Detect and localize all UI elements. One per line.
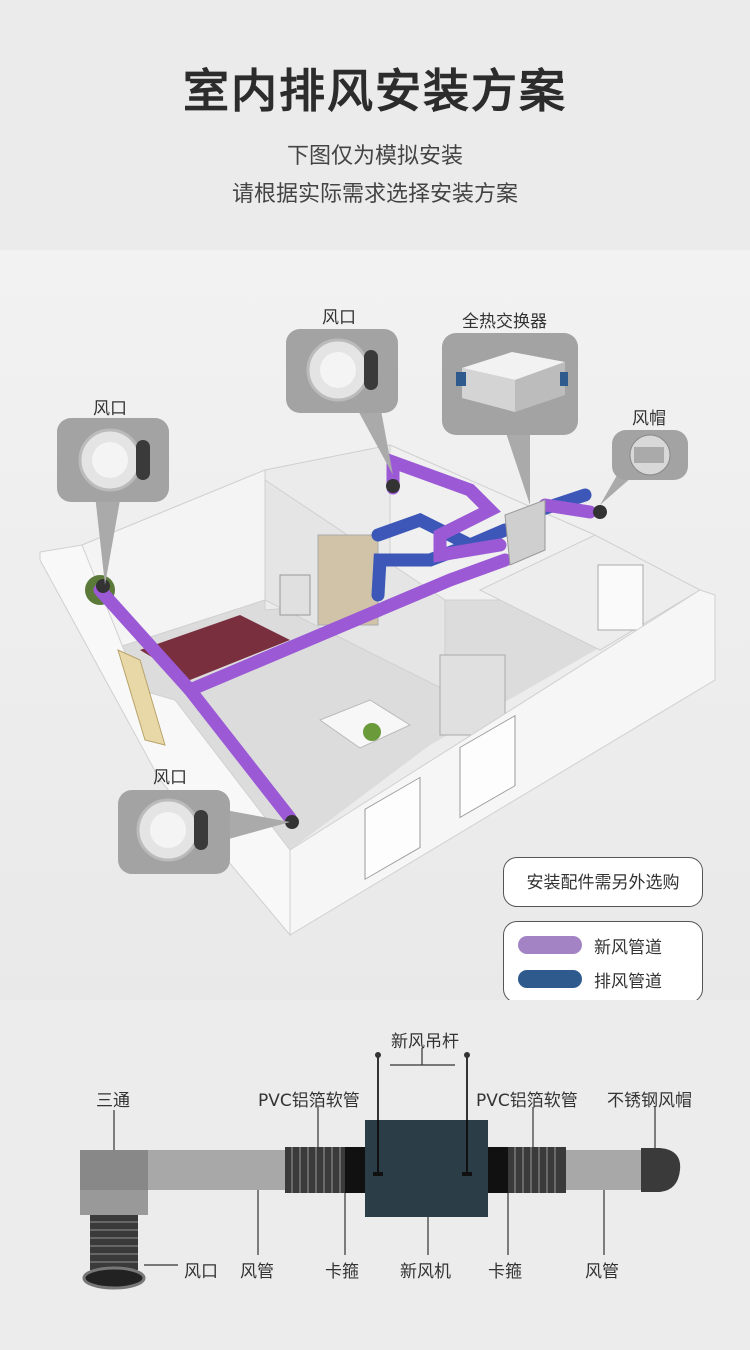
- schematic-drawing: [80, 1048, 681, 1290]
- fresh-air-unit: [365, 1120, 488, 1217]
- legend-row-fresh: 新风管道: [518, 932, 662, 958]
- label-duct-right: 风管: [585, 1262, 619, 1282]
- subtitle-1: 下图仅为模拟安装: [286, 144, 463, 169]
- fireplace: [279, 574, 311, 616]
- label-vent-top: 风口: [322, 308, 356, 328]
- front-window-1: [364, 776, 421, 881]
- label-duct-left: 风管: [240, 1262, 274, 1282]
- callout-vent-top: [286, 329, 398, 475]
- legend-label-exhaust: 排风管道: [594, 971, 662, 992]
- hood-cap: [593, 505, 607, 519]
- callout-vent-left: [57, 418, 169, 585]
- label-vent-left: 风口: [93, 399, 127, 419]
- clamp-left: [345, 1147, 365, 1193]
- tee-fitting: [80, 1150, 148, 1190]
- house-scene: 风口 风口 全热交换器 风帽 风口: [0, 250, 750, 1000]
- label-exchanger: 全热交换器: [462, 312, 547, 332]
- label-vent-bottom: 风口: [153, 768, 187, 788]
- door: [117, 649, 166, 746]
- label-hanger-rod: 新风吊杆: [391, 1032, 459, 1052]
- vent-cap-left: [96, 579, 110, 593]
- legend-label-fresh: 新风管道: [594, 937, 662, 958]
- vertical-flex-hose: [90, 1215, 138, 1270]
- label-pvc-right: PVC铝箔软管: [476, 1091, 578, 1111]
- exchanger-in-house: [504, 499, 546, 566]
- callout-hood: [600, 430, 688, 505]
- schematic: 新风吊杆 三通 PVC铝箔软管 PVC铝箔软管 不锈钢风帽 风口 风管 卡箍 新…: [0, 1000, 750, 1350]
- label-vent: 风口: [184, 1262, 218, 1282]
- accessory-note: 安装配件需另外选购: [503, 857, 703, 907]
- duct-left: [148, 1150, 285, 1190]
- header: 室内排风安装方案 下图仅为模拟安装 请根据实际需求选择安装方案: [0, 0, 750, 250]
- label-clamp-left: 卡箍: [325, 1262, 359, 1282]
- rug: [140, 615, 290, 680]
- label-tee: 三通: [96, 1091, 130, 1111]
- callout-exchanger: [442, 333, 578, 505]
- vent-outlet: [82, 1266, 146, 1290]
- flex-hose-right: [508, 1147, 566, 1193]
- clamp-right: [488, 1147, 508, 1193]
- label-hood: 风帽: [632, 409, 666, 429]
- legend-swatch-exhaust: [518, 970, 582, 988]
- page-title: 室内排风安装方案: [183, 64, 567, 118]
- flex-hose-left: [285, 1147, 345, 1193]
- label-unit: 新风机: [400, 1262, 451, 1282]
- label-clamp-right: 卡箍: [488, 1262, 522, 1282]
- legend: 新风管道 排风管道: [503, 921, 703, 1003]
- front-window-2: [459, 714, 516, 819]
- house-illustration: [39, 329, 716, 937]
- duct-right: [566, 1150, 641, 1190]
- bathroom-window: [597, 564, 644, 631]
- subtitle-2: 请根据实际需求选择安装方案: [231, 182, 518, 207]
- callout-vent-bottom: [118, 790, 290, 874]
- label-hood: 不锈钢风帽: [607, 1091, 692, 1111]
- vent-cap-top: [386, 479, 400, 493]
- legend-swatch-fresh: [518, 936, 582, 954]
- fresh-pipe: [93, 452, 597, 825]
- legend-row-exhaust: 排风管道: [518, 966, 662, 992]
- vent-cap-bottom: [285, 815, 299, 829]
- dining-table: [318, 699, 412, 749]
- table-plant: [363, 723, 381, 741]
- stainless-hood: [641, 1148, 681, 1192]
- label-pvc-left: PVC铝箔软管: [258, 1091, 360, 1111]
